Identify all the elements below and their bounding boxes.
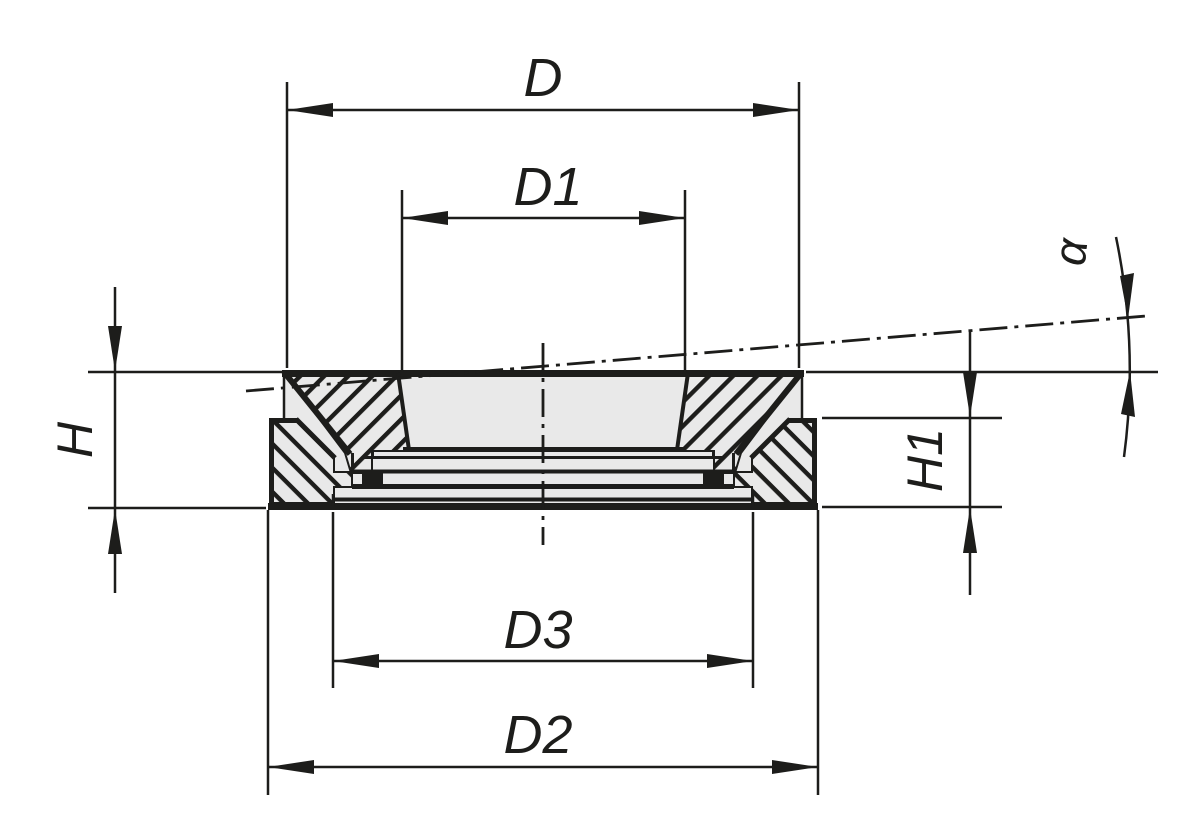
dimension-H1: H1 [822,330,1002,595]
dimension-label-D: D [524,48,563,108]
dimension-D3: D3 [331,512,755,688]
arrowhead-left-icon [402,211,448,225]
arrowhead-up-icon [963,508,977,553]
angle-arc-line [1114,236,1131,458]
dimension-D1: D1 [400,157,687,372]
arrowhead-down-icon [1120,273,1134,319]
arrowhead-down-icon [108,326,122,371]
dimension-label-D1: D1 [513,157,582,217]
dimension-label-H1: H1 [897,428,953,492]
dimension-label-D3: D3 [503,600,572,660]
dimension-label-D2: D2 [503,705,572,765]
arrowhead-right-icon [753,103,799,117]
arrowhead-left-icon [287,103,333,117]
dimension-label-H: H [47,421,103,458]
angle-dimension-alpha: α [806,234,1158,458]
arrowhead-down-icon [963,372,977,417]
dimension-H: H [47,287,282,593]
dimension-D: D [285,48,801,368]
arrowhead-up-icon [108,509,122,554]
arrowhead-left-icon [268,760,314,774]
angle-label-alpha: α [1043,234,1098,268]
arrowhead-right-icon [707,654,753,668]
arrowhead-up-icon [1121,371,1135,417]
arrowhead-right-icon [772,760,818,774]
dimension-D2: D2 [266,510,820,795]
tilt-axis-line [245,314,1147,393]
arrowhead-right-icon [639,211,685,225]
arrowhead-left-icon [333,654,379,668]
